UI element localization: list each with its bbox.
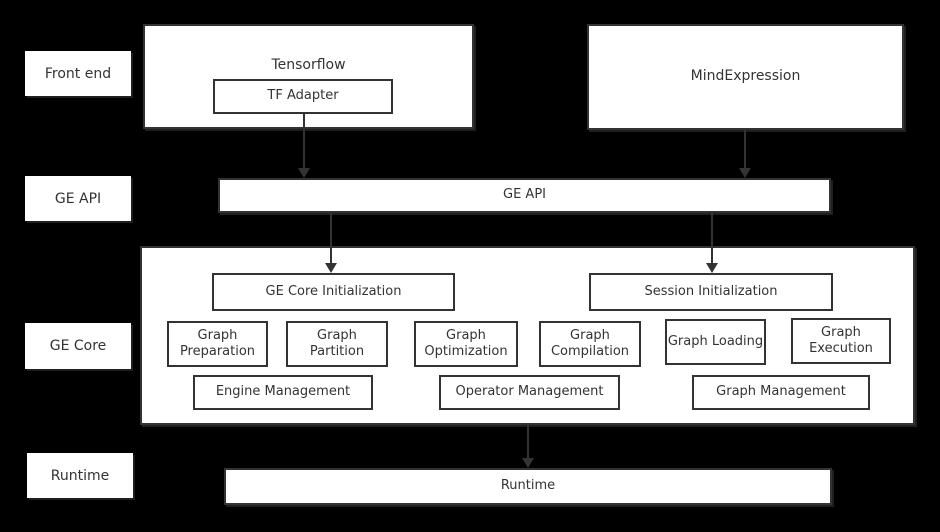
graph-loading-box: Graph Loading — [665, 319, 766, 365]
runtime-bar: Runtime — [224, 468, 832, 505]
layer-label-runtime: Runtime — [27, 453, 133, 498]
mindexpression-label: MindExpression — [690, 68, 801, 85]
operator-management-label: Operator Management — [455, 384, 604, 400]
layer-label-ge-core-text: GE Core — [49, 338, 107, 354]
graph-execution-box: Graph Execution — [791, 318, 891, 364]
tensorflow-label: Tensorflow — [271, 57, 346, 73]
layer-label-ge-core: GE Core — [25, 323, 131, 369]
graph-compilation-box: Graph Compilation — [539, 321, 641, 367]
arrow-shaft — [303, 114, 305, 169]
graph-preparation-label: Graph Preparation — [179, 327, 256, 359]
ge-core-initialization-label: GE Core Initialization — [265, 283, 402, 299]
ge-api-bar-label: GE API — [503, 187, 546, 203]
graph-loading-label: Graph Loading — [667, 333, 764, 349]
arrow-ge-api-to-session-initialization — [706, 213, 718, 273]
layer-label-ge-api: GE API — [25, 176, 131, 221]
layer-label-front-end: Front end — [25, 51, 131, 96]
arrow-shaft — [711, 213, 713, 264]
engine-management-box: Engine Management — [193, 375, 373, 410]
arrow-tf-adapter-to-ge-api — [298, 114, 310, 178]
operator-management-box: Operator Management — [439, 375, 620, 410]
graph-optimization-label: Graph Optimization — [424, 327, 508, 359]
session-initialization-box: Session Initialization — [589, 273, 833, 311]
graph-management-box: Graph Management — [692, 375, 870, 410]
arrow-ge-api-to-ge-core-initialization — [325, 213, 337, 273]
session-initialization-label: Session Initialization — [644, 283, 778, 299]
ge-core-box: GE Core Initialization Session Initializ… — [140, 246, 915, 425]
layer-label-front-end-text: Front end — [44, 65, 112, 82]
graph-partition-label: Graph Partition — [309, 327, 365, 359]
arrow-ge-core-to-runtime — [522, 425, 534, 468]
arrow-shaft — [330, 213, 332, 264]
mindexpression-box: MindExpression — [587, 24, 904, 130]
layer-label-ge-api-text: GE API — [54, 190, 102, 207]
runtime-bar-label: Runtime — [500, 478, 556, 494]
tf-adapter-label: TF Adapter — [267, 88, 339, 104]
arrow-head-icon — [298, 168, 310, 178]
graph-compilation-label: Graph Compilation — [550, 327, 630, 359]
arrow-shaft — [744, 130, 746, 169]
ge-core-initialization-box: GE Core Initialization — [212, 273, 455, 311]
arrow-head-icon — [325, 263, 337, 273]
tf-adapter-box: TF Adapter — [213, 79, 393, 114]
engine-management-label: Engine Management — [215, 384, 351, 400]
arrow-shaft — [527, 425, 529, 459]
graph-preparation-box: Graph Preparation — [167, 321, 268, 367]
graph-execution-label: Graph Execution — [809, 324, 873, 356]
graph-management-label: Graph Management — [716, 384, 846, 400]
arrow-head-icon — [706, 263, 718, 273]
arrow-mindexpression-to-ge-api — [739, 130, 751, 178]
graph-optimization-box: Graph Optimization — [414, 321, 518, 367]
ge-api-bar: GE API — [218, 178, 831, 213]
tensorflow-box: Tensorflow TF Adapter — [143, 24, 474, 129]
arrow-head-icon — [522, 458, 534, 468]
layer-label-runtime-text: Runtime — [50, 467, 110, 484]
arrow-head-icon — [739, 168, 751, 178]
graph-partition-box: Graph Partition — [286, 321, 388, 367]
